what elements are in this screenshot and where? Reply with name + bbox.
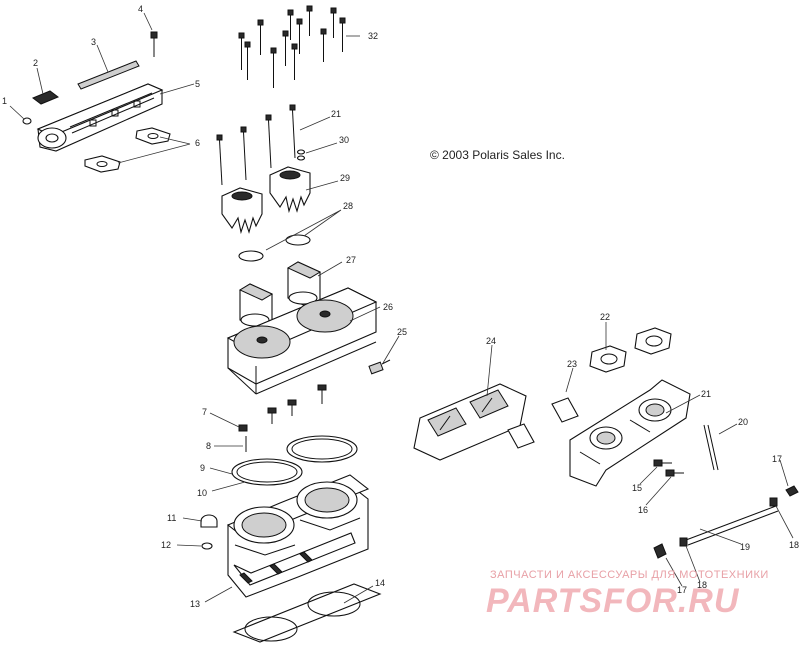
callout-20: 20 [738, 417, 748, 427]
small-plate-part [31, 90, 60, 105]
callout-8: 8 [206, 441, 211, 451]
callout-14: 14 [375, 578, 385, 588]
callout-3: 3 [91, 37, 96, 47]
fitting-17-left-part [653, 543, 667, 559]
base-gasket-14-part [232, 583, 382, 643]
callout-7: 7 [202, 407, 207, 417]
callout-28: 28 [343, 201, 353, 211]
callout-25: 25 [397, 327, 407, 337]
callout-18-right: 18 [789, 540, 799, 550]
callout-26: 26 [383, 302, 393, 312]
callout-21-top: 21 [331, 109, 341, 119]
reed-cage-24-part [413, 383, 527, 461]
callout-4: 4 [138, 4, 143, 14]
callout-11: 11 [167, 513, 176, 523]
callout-17-right: 17 [772, 454, 782, 464]
gasket-10-part [231, 458, 303, 486]
fitting-18-left-part [679, 537, 688, 547]
callout-27: 27 [346, 255, 356, 265]
callout-5: 5 [195, 79, 200, 89]
valve-housing-29-part [221, 166, 311, 235]
cylinder-head-26-part [226, 287, 378, 395]
head-bolts-32-part [238, 5, 346, 88]
callout-15: 15 [632, 483, 642, 493]
callout-10: 10 [197, 488, 207, 498]
callout-12: 12 [161, 540, 171, 550]
callout-32: 32 [368, 31, 378, 41]
manifold-gasket-6-part [84, 127, 171, 173]
watermark-caption: ЗАПЧАСТИ И АКСЕССУАРЫ ДЛЯ МОТОТЕХНИКИ [490, 569, 769, 581]
intake-gasket-22-part [589, 327, 672, 373]
watermark-logo: PARTSFOR.RU [486, 582, 740, 620]
callout-1: 1 [2, 96, 7, 106]
bolt-15-part [653, 459, 672, 467]
bolt-16-part [665, 469, 684, 477]
callout-18-left: 18 [697, 580, 707, 590]
valve-actuator-27-part [238, 261, 322, 331]
bracket-7-part [238, 424, 248, 432]
callout-2: 2 [33, 58, 38, 68]
callout-17-left: 17 [677, 585, 687, 595]
callout-13: 13 [190, 599, 200, 609]
callout-30: 30 [339, 135, 349, 145]
fitting-17-right-part [785, 485, 799, 497]
bolt-4-part [150, 31, 158, 57]
callout-23: 23 [567, 359, 577, 369]
washer-1-part [22, 117, 32, 125]
callout-22: 22 [600, 312, 610, 322]
callout-19: 19 [740, 542, 750, 552]
callout-21-right: 21 [701, 389, 711, 399]
callout-labels: 1 2 3 4 5 6 7 8 9 10 11 12 13 14 15 16 1… [2, 4, 799, 609]
gasket-9-part [286, 435, 358, 463]
callout-16: 16 [638, 505, 648, 515]
water-manifold-part [36, 83, 164, 152]
cylinder-block-13-part [226, 474, 370, 598]
cap-nut-11-part [200, 514, 218, 528]
o-rings-28-part [238, 234, 311, 262]
washers-30-part [296, 149, 306, 161]
head-studs-part [267, 384, 327, 424]
callout-29: 29 [340, 173, 350, 183]
reed-petal-23-part [507, 397, 579, 449]
copyright-notice: © 2003 Polaris Sales Inc. [430, 148, 565, 162]
intake-manifold-21-part [569, 379, 691, 487]
callout-24: 24 [486, 336, 496, 346]
fitting-18-right-part [769, 497, 778, 507]
washer-12-part [201, 542, 213, 550]
rod-19-part [685, 505, 779, 546]
callout-9: 9 [200, 463, 205, 473]
callout-6: 6 [195, 138, 200, 148]
gasket-strip-part [77, 60, 140, 90]
sensor-25-part [368, 359, 391, 375]
long-studs-31-part [216, 104, 296, 186]
leader-lines [9, 12, 794, 604]
stud-20-part [703, 424, 719, 471]
